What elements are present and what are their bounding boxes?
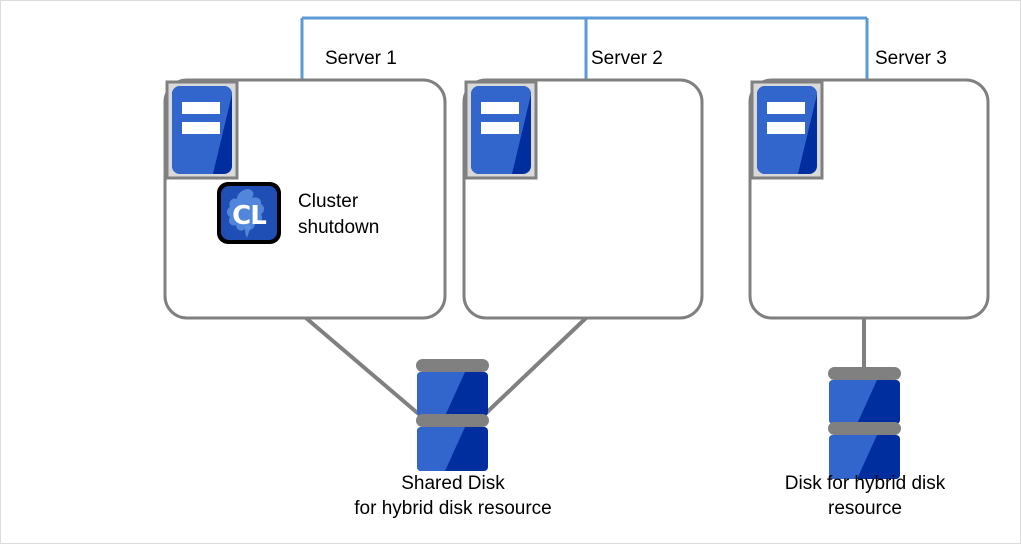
- svg-text:CL: CL: [232, 201, 266, 231]
- hybrid-disk-label-line1: Disk for hybrid disk: [784, 473, 946, 494]
- shared-disk-icon[interactable]: [416, 359, 489, 471]
- cluster-shutdown-label-line1: Cluster: [298, 191, 359, 212]
- server-3-label: Server 3: [875, 48, 947, 69]
- hybrid-disk-label-line2: resource: [828, 498, 902, 519]
- shared-disk-label-line2: for hybrid disk resource: [354, 498, 552, 519]
- server-1-label: Server 1: [325, 48, 397, 69]
- server-2-label: Server 2: [591, 48, 663, 69]
- cluster-shutdown-icon[interactable]: CL: [217, 182, 281, 244]
- server-2-server-icon: [464, 80, 538, 180]
- server-3-server-icon: [750, 80, 824, 180]
- interconnect-line: [300, 16, 869, 80]
- server-1-server-icon: [165, 80, 239, 180]
- cluster-shutdown-label-line2: shutdown: [298, 217, 380, 238]
- hybrid-disk-icon[interactable]: [828, 367, 901, 479]
- disk-connector-lines: [304, 316, 866, 418]
- shared-disk-label-line1: Shared Disk: [401, 473, 505, 494]
